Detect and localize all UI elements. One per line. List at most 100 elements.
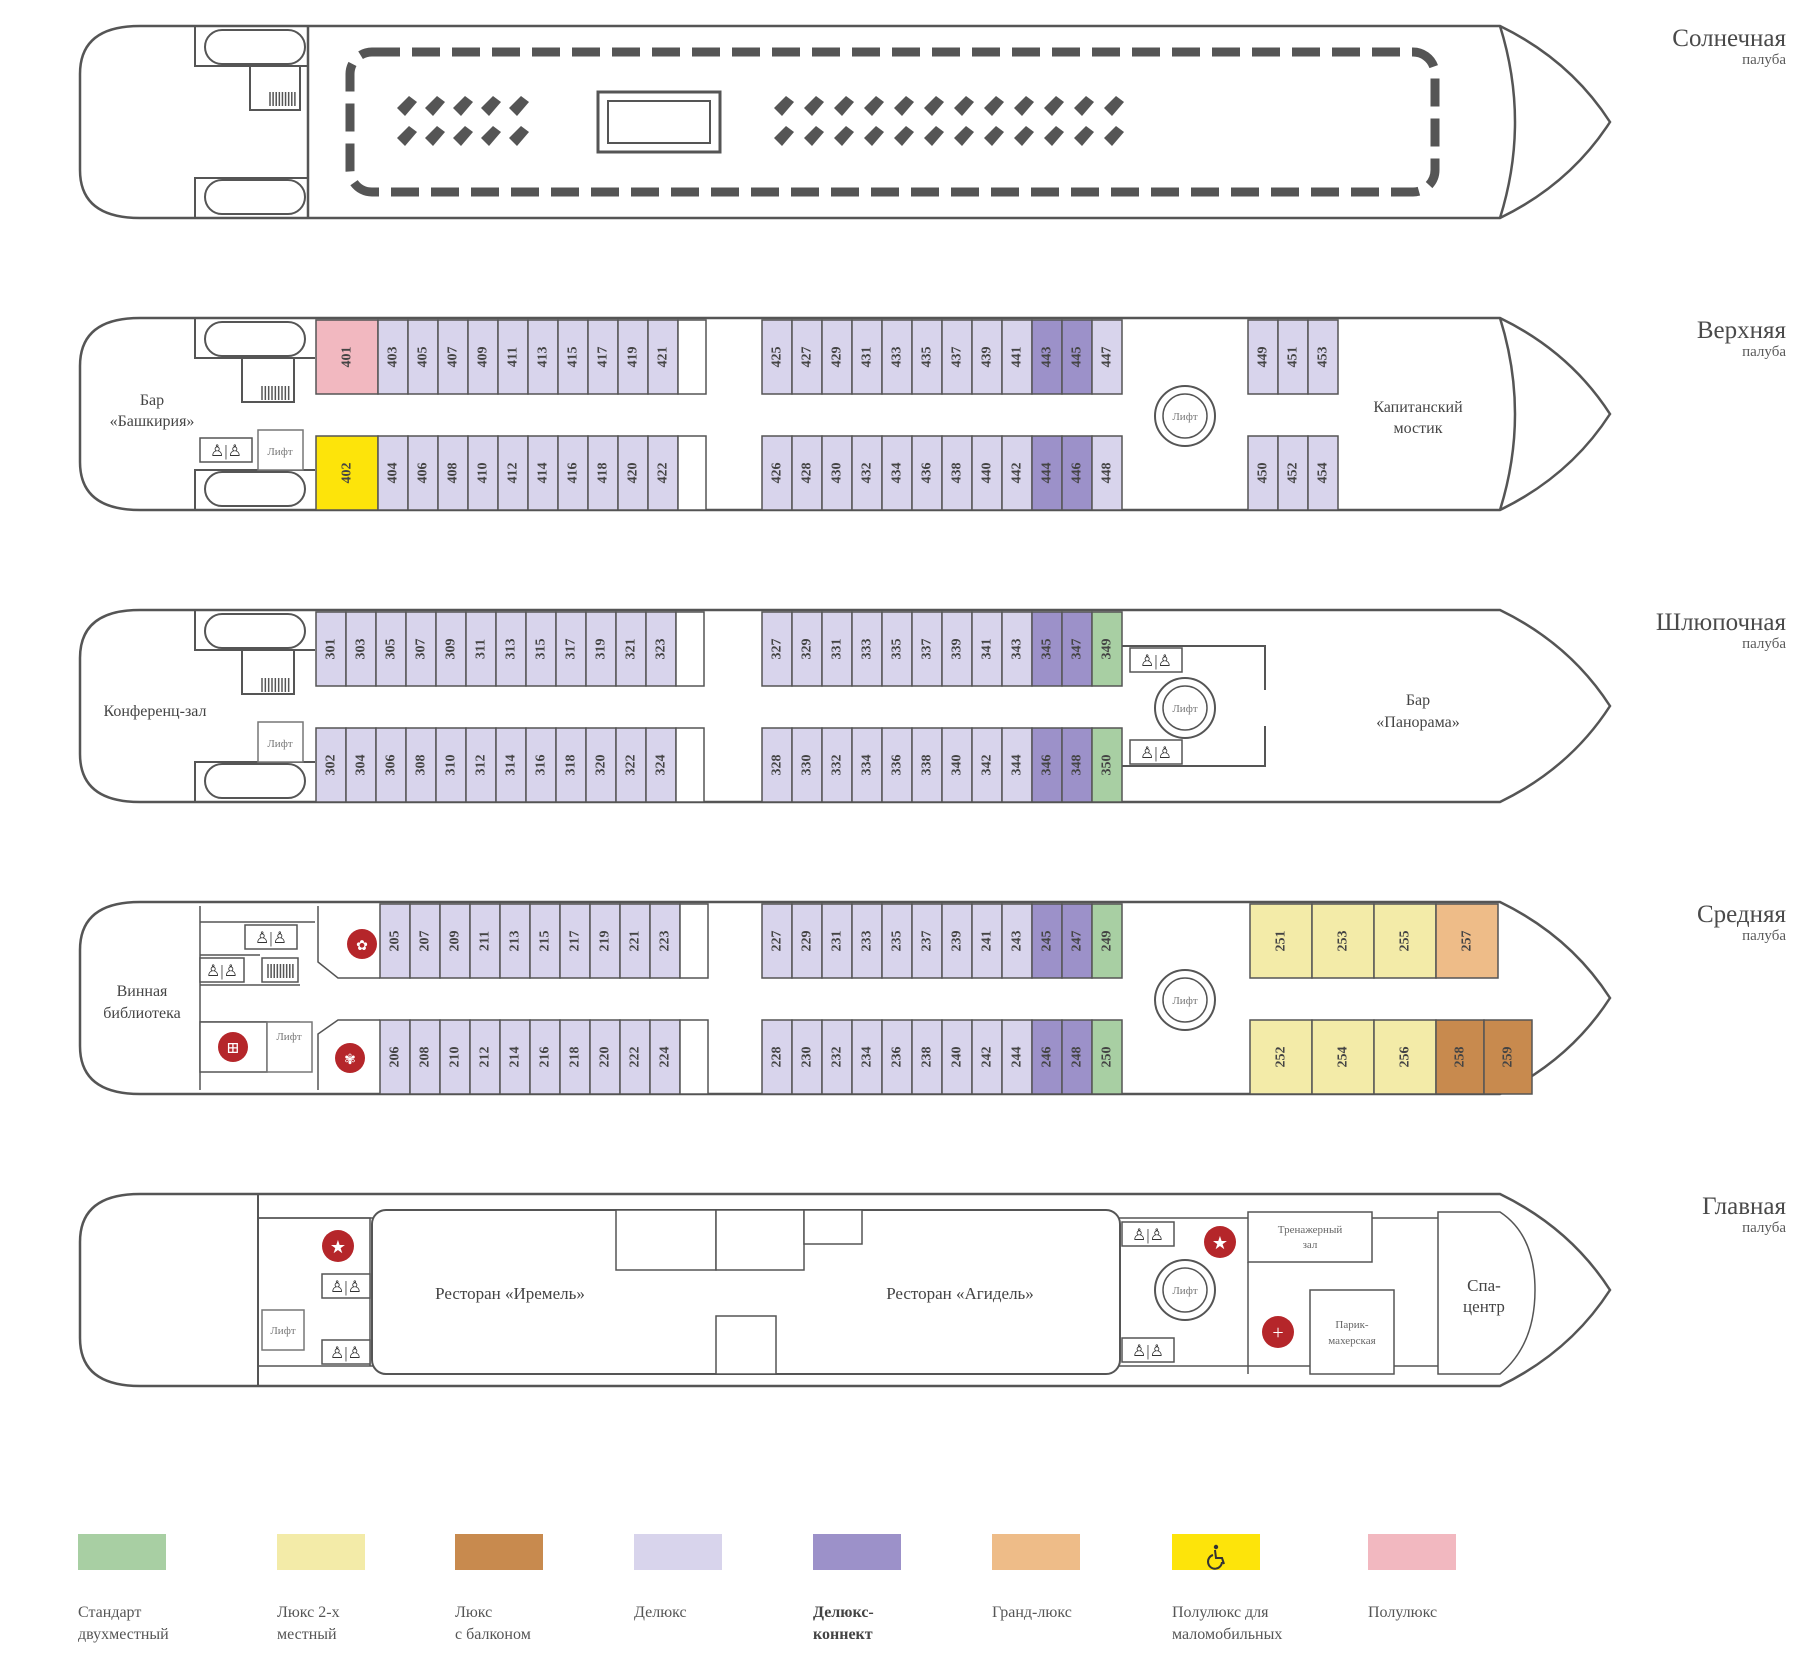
cabin-334[interactable]: 334: [851, 727, 883, 803]
cabin-cell[interactable]: [851, 611, 883, 687]
cabin-231[interactable]: 231: [821, 903, 853, 979]
cabin-cell[interactable]: [791, 727, 823, 803]
cabin-415[interactable]: 415: [557, 319, 589, 395]
cabin-213[interactable]: 213: [499, 903, 531, 979]
cabin-452[interactable]: 452: [1277, 435, 1309, 511]
cabin-430[interactable]: 430: [821, 435, 853, 511]
cabin-cell[interactable]: [761, 435, 793, 511]
cabin-cell[interactable]: [407, 435, 439, 511]
cabin-257[interactable]: 257: [1435, 903, 1499, 979]
cabin-cell[interactable]: [555, 611, 587, 687]
cabin-253[interactable]: 253: [1311, 903, 1375, 979]
cabin-248[interactable]: 248: [1061, 1019, 1093, 1095]
cabin-cell[interactable]: [1307, 319, 1339, 395]
cabin-346[interactable]: 346: [1031, 727, 1063, 803]
cabin-cell[interactable]: [881, 319, 913, 395]
cabin-cell[interactable]: [1091, 319, 1123, 395]
cabin-259[interactable]: 259: [1483, 1019, 1533, 1095]
cabin-cell[interactable]: [881, 435, 913, 511]
cabin-414[interactable]: 414: [527, 435, 559, 511]
cabin-cell[interactable]: [1001, 1019, 1033, 1095]
cabin-cell[interactable]: [791, 319, 823, 395]
cabin-cell[interactable]: [615, 727, 647, 803]
cabin-cell[interactable]: [315, 319, 379, 395]
cabin-cell[interactable]: [1277, 319, 1309, 395]
cabin-cell[interactable]: [525, 727, 557, 803]
cabin-cell[interactable]: [941, 1019, 973, 1095]
cabin-cell[interactable]: [379, 903, 411, 979]
cabin-404[interactable]: 404: [377, 435, 409, 511]
cabin-312[interactable]: 312: [465, 727, 497, 803]
cabin-321[interactable]: 321: [615, 611, 647, 687]
cabin-cell[interactable]: [941, 319, 973, 395]
cabin-421[interactable]: 421: [647, 319, 679, 395]
cabin-227[interactable]: 227: [761, 903, 793, 979]
cabin-cell[interactable]: [617, 435, 649, 511]
cabin-cell[interactable]: [1307, 435, 1339, 511]
cabin-cell[interactable]: [497, 435, 529, 511]
cabin-327[interactable]: 327: [761, 611, 793, 687]
cabin-450[interactable]: 450: [1247, 435, 1279, 511]
cabin-cell[interactable]: [1249, 903, 1313, 979]
cabin-cell[interactable]: [439, 1019, 471, 1095]
cabin-cell[interactable]: [911, 319, 943, 395]
cabin-cell[interactable]: [315, 611, 347, 687]
cabin-436[interactable]: 436: [911, 435, 943, 511]
cabin-350[interactable]: 350: [1091, 727, 1123, 803]
cabin-cell[interactable]: [821, 1019, 853, 1095]
cabin-328[interactable]: 328: [761, 727, 793, 803]
cabin-433[interactable]: 433: [881, 319, 913, 395]
cabin-cell[interactable]: [1001, 727, 1033, 803]
cabin-cell[interactable]: [345, 611, 377, 687]
cabin-445[interactable]: 445: [1061, 319, 1093, 395]
cabin-406[interactable]: 406: [407, 435, 439, 511]
cabin-cell[interactable]: [1001, 611, 1033, 687]
cabin-228[interactable]: 228: [761, 1019, 793, 1095]
cabin-cell[interactable]: [1001, 435, 1033, 511]
cabin-cell[interactable]: [617, 319, 649, 395]
cabin-316[interactable]: 316: [525, 727, 557, 803]
cabin-323[interactable]: 323: [645, 611, 677, 687]
cabin-441[interactable]: 441: [1001, 319, 1033, 395]
cabin-229[interactable]: 229: [791, 903, 823, 979]
cabin-cell[interactable]: [761, 319, 793, 395]
cabin-304[interactable]: 304: [345, 727, 377, 803]
cabin-318[interactable]: 318: [555, 727, 587, 803]
cabin-308[interactable]: 308: [405, 727, 437, 803]
cabin-cell[interactable]: [851, 435, 883, 511]
cabin-322[interactable]: 322: [615, 727, 647, 803]
cabin-348[interactable]: 348: [1061, 727, 1093, 803]
cabin-cell[interactable]: [821, 727, 853, 803]
cabin-330[interactable]: 330: [791, 727, 823, 803]
cabin-317[interactable]: 317: [555, 611, 587, 687]
cabin-cell[interactable]: [555, 727, 587, 803]
cabin-cell[interactable]: [497, 319, 529, 395]
cabin-432[interactable]: 432: [851, 435, 883, 511]
cabin-245[interactable]: 245: [1031, 903, 1063, 979]
cabin-cell[interactable]: [1061, 903, 1093, 979]
cabin-417[interactable]: 417: [587, 319, 619, 395]
cabin-339[interactable]: 339: [941, 611, 973, 687]
cabin-207[interactable]: 207: [409, 903, 441, 979]
cabin-cell[interactable]: [1061, 435, 1093, 511]
cabin-437[interactable]: 437: [941, 319, 973, 395]
cabin-302[interactable]: 302: [315, 727, 347, 803]
cabin-251[interactable]: 251: [1249, 903, 1313, 979]
cabin-cell[interactable]: [1061, 319, 1093, 395]
cabin-cell[interactable]: [761, 1019, 793, 1095]
cabin-224[interactable]: 224: [649, 1019, 681, 1095]
cabin-cell[interactable]: [761, 611, 793, 687]
cabin-cell[interactable]: [821, 903, 853, 979]
cabin-338[interactable]: 338: [911, 727, 943, 803]
cabin-315[interactable]: 315: [525, 611, 557, 687]
cabin-408[interactable]: 408: [437, 435, 469, 511]
cabin-230[interactable]: 230: [791, 1019, 823, 1095]
cabin-343[interactable]: 343: [1001, 611, 1033, 687]
cabin-335[interactable]: 335: [881, 611, 913, 687]
cabin-222[interactable]: 222: [619, 1019, 651, 1095]
cabin-306[interactable]: 306: [375, 727, 407, 803]
cabin-cell[interactable]: [791, 435, 823, 511]
cabin-cell[interactable]: [1091, 727, 1123, 803]
cabin-412[interactable]: 412: [497, 435, 529, 511]
cabin-cell[interactable]: [1091, 903, 1123, 979]
